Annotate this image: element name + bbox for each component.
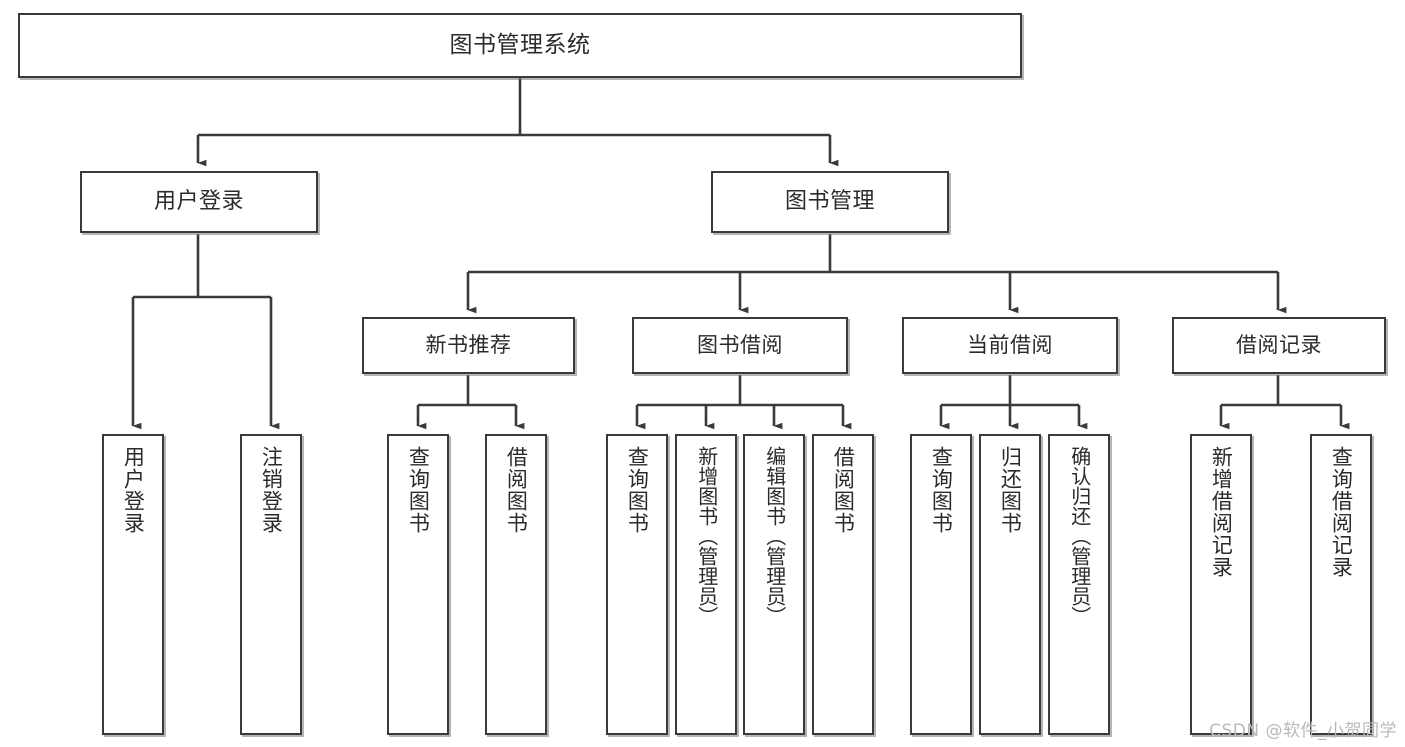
node-user-login-label: 用户登录 bbox=[153, 189, 244, 215]
node-leaf-add-book-admin[interactable]: 新增图书（管理员） bbox=[675, 434, 737, 735]
node-root-label: 图书管理系统 bbox=[449, 32, 591, 59]
node-leaf-borrow-book-b[interactable]: 借阅图书 bbox=[812, 434, 874, 735]
node-leaf-query-book-a-label: 查询图书 bbox=[406, 446, 431, 534]
node-leaf-query-book-c[interactable]: 查询图书 bbox=[910, 434, 972, 735]
node-borrow-record[interactable]: 借阅记录 bbox=[1172, 317, 1386, 374]
node-leaf-logout[interactable]: 注销登录 bbox=[240, 434, 302, 735]
node-leaf-query-borrow-record[interactable]: 查询借阅记录 bbox=[1310, 434, 1372, 735]
node-new-book-recommend[interactable]: 新书推荐 bbox=[362, 317, 575, 374]
node-leaf-return-book-label: 归还图书 bbox=[998, 446, 1023, 534]
node-leaf-add-borrow-record[interactable]: 新增借阅记录 bbox=[1190, 434, 1252, 735]
node-leaf-user-login[interactable]: 用户登录 bbox=[102, 434, 164, 735]
node-leaf-edit-book-admin[interactable]: 编辑图书（管理员） bbox=[743, 434, 805, 735]
node-book-borrow[interactable]: 图书借阅 bbox=[632, 317, 848, 374]
node-leaf-edit-book-admin-label: 编辑图书（管理员） bbox=[762, 446, 787, 626]
node-leaf-confirm-return-admin-label: 确认归还（管理员） bbox=[1067, 446, 1092, 626]
node-leaf-borrow-book-b-label: 借阅图书 bbox=[831, 446, 856, 534]
node-leaf-user-login-label: 用户登录 bbox=[121, 446, 146, 534]
node-leaf-add-borrow-record-label: 新增借阅记录 bbox=[1209, 446, 1234, 578]
node-root[interactable]: 图书管理系统 bbox=[18, 13, 1022, 78]
node-leaf-borrow-book-a[interactable]: 借阅图书 bbox=[485, 434, 547, 735]
node-book-management[interactable]: 图书管理 bbox=[711, 171, 949, 233]
node-current-borrow-label: 当前借阅 bbox=[967, 333, 1053, 358]
node-user-login[interactable]: 用户登录 bbox=[80, 171, 318, 233]
node-leaf-query-book-b[interactable]: 查询图书 bbox=[606, 434, 668, 735]
node-book-management-label: 图书管理 bbox=[784, 189, 875, 215]
node-leaf-add-book-admin-label: 新增图书（管理员） bbox=[694, 446, 719, 626]
node-borrow-record-label: 借阅记录 bbox=[1236, 333, 1322, 358]
node-leaf-logout-label: 注销登录 bbox=[259, 446, 284, 534]
node-leaf-query-borrow-record-label: 查询借阅记录 bbox=[1329, 446, 1354, 578]
node-current-borrow[interactable]: 当前借阅 bbox=[902, 317, 1118, 374]
node-leaf-borrow-book-a-label: 借阅图书 bbox=[504, 446, 529, 534]
csdn-watermark: CSDN @软件_小贺同学 bbox=[1209, 721, 1397, 741]
node-new-book-recommend-label: 新书推荐 bbox=[425, 333, 512, 358]
node-leaf-return-book[interactable]: 归还图书 bbox=[979, 434, 1041, 735]
node-leaf-query-book-a[interactable]: 查询图书 bbox=[387, 434, 449, 735]
node-leaf-query-book-c-label: 查询图书 bbox=[929, 446, 954, 534]
node-book-borrow-label: 图书借阅 bbox=[697, 333, 783, 358]
node-leaf-query-book-b-label: 查询图书 bbox=[625, 446, 650, 534]
node-leaf-confirm-return-admin[interactable]: 确认归还（管理员） bbox=[1048, 434, 1110, 735]
